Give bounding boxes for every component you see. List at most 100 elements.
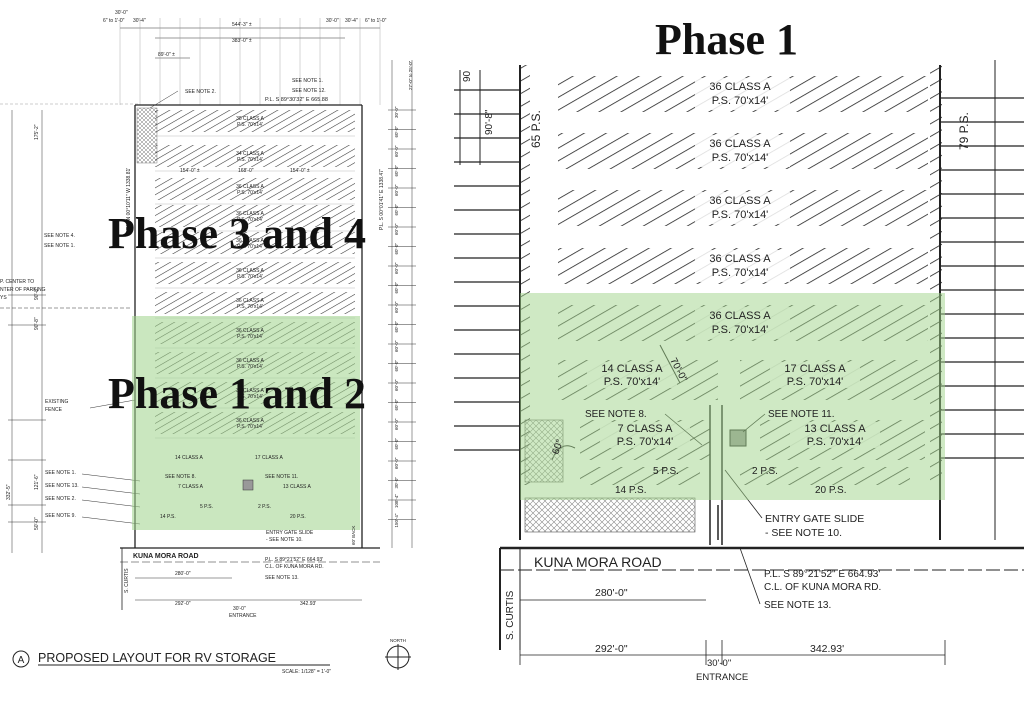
cl-label: C.L. OF KUNA MORA RD. xyxy=(764,582,881,593)
scale-label: SCALE: 1/128" = 1'-0" xyxy=(282,669,331,675)
row-label-bg xyxy=(695,78,790,110)
top-dim-label: 30'-0" xyxy=(326,18,339,24)
phase-1-and-2-label: Phase 1 and 2 xyxy=(108,369,366,418)
block-count-label: 14 CLASS A xyxy=(601,363,663,375)
gate-box xyxy=(242,479,254,491)
street-label: S. CURTIS xyxy=(505,590,516,640)
right-dim-label: 60'-0" xyxy=(394,457,399,469)
west-pl-label: P.L. N 00°10'11" W 1338.81' xyxy=(126,168,132,230)
see-note-8: SEE NOTE 8. xyxy=(585,409,647,420)
detail-letter: A xyxy=(18,655,25,666)
entrance-label: ENTRANCE xyxy=(696,672,748,683)
left-site-plan-drawing: 6" to 1'-0"30'-4"544'-3" ±30'-0"30'-4"6"… xyxy=(0,10,416,675)
row-label-bg xyxy=(695,192,790,224)
see-note-13: SEE NOTE 13. xyxy=(764,600,831,611)
row-count-label: 36 CLASS A xyxy=(709,310,771,322)
gate-label: ENTRY GATE SLIDE xyxy=(266,530,314,536)
block-label: 7 CLASS A xyxy=(178,484,204,490)
mid-dim-label: 168'-0" xyxy=(238,168,254,174)
right-dim-label: 60'-0" xyxy=(394,204,399,216)
cl-label: C.L. OF KUNA MORA RD. xyxy=(265,564,324,570)
block-label: 17 CLASS A xyxy=(255,455,283,461)
top-dim-label: 30'-4" xyxy=(345,18,358,24)
row-size-label: P.S. 70'x14' xyxy=(712,267,769,279)
row-count-label: 38 CLASS A xyxy=(236,116,264,122)
parking-row xyxy=(155,292,355,314)
ps-label: 2 P.S. xyxy=(258,504,271,510)
leader-line xyxy=(81,473,141,482)
street-label: S. CURTIS xyxy=(124,568,130,593)
top-right-dim: 27'-0" to 25'-0" xyxy=(408,60,413,90)
right-dim-label: 60'-0" xyxy=(394,438,399,450)
row-count-label: 36 CLASS A xyxy=(236,298,264,304)
right-dim-label: 60'-0" xyxy=(394,243,399,255)
entrance-label: ENTRANCE xyxy=(229,613,257,619)
row-count-label: 36 CLASS A xyxy=(236,388,264,394)
left-site-plan: 6" to 1'-0"30'-4"544'-3" ±30'-0"30'-4"6"… xyxy=(0,0,430,704)
note-label: SEE NOTE 12. xyxy=(292,88,326,94)
gate-label-2: - SEE NOTE 10. xyxy=(765,527,842,539)
row-count-label: 36 CLASS A xyxy=(709,81,771,93)
row-size-label: P.S. 70'x14' xyxy=(237,394,263,400)
right-dim-label: 60'-0" xyxy=(394,145,399,157)
row-count-label: 36 CLASS A xyxy=(236,268,264,274)
leader-note-13 xyxy=(739,547,761,605)
parking-row xyxy=(155,178,355,200)
row-label-bg xyxy=(695,135,790,167)
row-count-label: 34 CLASS A xyxy=(236,151,264,157)
note-label: NTER OF PARKING xyxy=(0,287,46,293)
angle-label: 60° xyxy=(550,438,566,456)
row-size-label: P.S. 70'x14' xyxy=(237,190,263,196)
see-note-11: SEE NOTE 11. xyxy=(768,409,835,420)
leader-line xyxy=(149,90,179,109)
note-label: SEE NOTE 13. xyxy=(45,483,79,489)
right-dim-label: 30'-0" xyxy=(394,477,399,489)
ps-14-label: 14 P.S. xyxy=(615,485,647,496)
crosshatch-area xyxy=(136,107,158,164)
row-size-label: P.S. 70'x14' xyxy=(237,364,263,370)
right-dim-label: 60'-0" xyxy=(394,282,399,294)
dim-90-label: 90 xyxy=(462,70,473,82)
side-ps-right: 79 P.S. xyxy=(957,112,971,150)
row-size-label: P.S. 70'x14' xyxy=(237,157,263,163)
block-count-label: 17 CLASS A xyxy=(784,363,846,375)
dim-292-label: 292'-0" xyxy=(595,643,628,655)
right-dim-label: 60'-0" xyxy=(394,340,399,352)
side-ps-left: 65 P.S. xyxy=(529,110,543,148)
left-dim-label: 175'-2" xyxy=(34,124,40,140)
right-dim-label: 60'-0" xyxy=(394,321,399,333)
right-dim-label: 60'-0" xyxy=(394,126,399,138)
dim-90-8-label: 90'-8" xyxy=(484,109,495,135)
note-label: FENCE xyxy=(45,407,63,413)
note-label: P. CENTER TO xyxy=(0,279,34,285)
ps-20-label: 20 P.S. xyxy=(815,485,847,496)
phase-1-2-overlay xyxy=(132,316,360,530)
east-pl-label: P.L. S 00°01'41" E 1338.47' xyxy=(379,169,385,230)
note-label: SEE NOTE 2. xyxy=(185,89,216,95)
bottom-dim-label: 292'-0" xyxy=(175,601,191,607)
row-size-label: P.S. 70'x14' xyxy=(712,209,769,221)
left-dim-label: 90'-8" xyxy=(34,287,40,300)
row-size-label: P.S. 70'x14' xyxy=(237,217,263,223)
right-dim-label: 60'-0" xyxy=(394,418,399,430)
road-label: KUNA MORA ROAD xyxy=(133,553,199,560)
row-size-label: P.S. 70'x14' xyxy=(712,95,769,107)
top-dim-label: 30'-0" xyxy=(115,10,128,16)
note-label: SEE NOTE 1. xyxy=(44,243,75,249)
row-count-label: 36 CLASS A xyxy=(236,328,264,334)
left-dim-label: 332'-5" xyxy=(6,484,12,500)
row-size-label: P.S. 70'x14' xyxy=(237,274,263,280)
dim-30-label: 30'-0" xyxy=(707,658,731,669)
row-count-label: 36 CLASS A xyxy=(236,358,264,364)
block-label: 14 CLASS A xyxy=(175,455,203,461)
note-label: EXISTING xyxy=(45,399,68,405)
right-dim-label: 60'-0" xyxy=(394,360,399,372)
right-site-plan: 90 90'-8" 65 P.S. 79 P.S. 36 CLASS A P.S. 70'… xyxy=(440,0,1024,704)
north-label: NORTH xyxy=(390,638,406,643)
right-dim-label: 60'-0" xyxy=(394,301,399,313)
row-count-label: 36 CLASS A xyxy=(709,138,771,150)
row-label-bg xyxy=(695,250,790,282)
bottom-dim-label: 280'-0" xyxy=(175,571,191,577)
right-dim-label: 60'-0" xyxy=(394,184,399,196)
note-label: SEE NOTE 2. xyxy=(45,496,76,502)
